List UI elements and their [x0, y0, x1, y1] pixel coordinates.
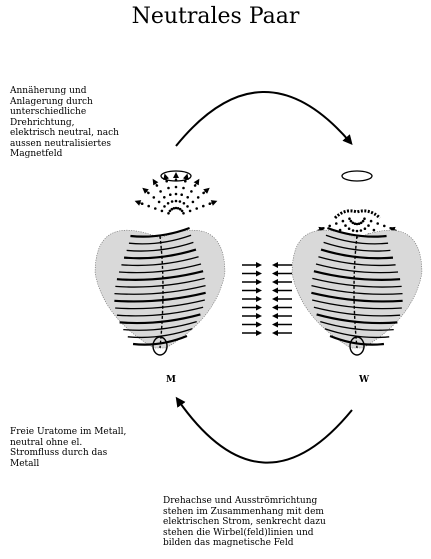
vortex-w-field-dot — [367, 224, 370, 227]
vortex-m-body — [95, 228, 225, 355]
vortex-w-field-dot — [383, 225, 386, 228]
vortex-m-field-dot — [163, 196, 166, 199]
vortex-m-field-arrow — [210, 202, 216, 204]
vortex-m-field-dot — [186, 205, 189, 208]
vortex-m-field-arrow — [154, 180, 157, 185]
attraction-arrows — [242, 265, 292, 333]
vortex-w-field-dot — [373, 229, 376, 232]
vortex-m-field-arrow — [144, 189, 149, 193]
vortex-m-field-dot — [147, 205, 150, 208]
vortex-m-field-arrow — [137, 202, 143, 204]
vortex-m-field-dot — [159, 190, 162, 193]
vortex-w-field-dot — [328, 225, 331, 228]
vortex-m-field-dot — [175, 186, 178, 189]
vortex-m-field-dot — [182, 187, 185, 190]
vortex-m-field-dot — [154, 207, 157, 210]
vortex-w-cusp — [335, 211, 380, 218]
lower-curved-arrow — [178, 400, 352, 463]
vortex-m-field-dot — [189, 210, 192, 213]
vortex-m-field-dot — [175, 193, 178, 196]
vortex-w-field-dot — [352, 229, 355, 232]
vortex-m-field-lines — [137, 174, 216, 215]
vortex-m-field-dot — [163, 205, 166, 208]
vortex-w-field-arrow — [318, 228, 324, 230]
vortex-m-field-dot — [182, 212, 185, 215]
vortex-m-field-dot — [167, 202, 170, 205]
vortex-w-field-dot — [364, 227, 367, 230]
vortex-w-field-dot — [342, 220, 345, 223]
vortex-w-field-dot — [348, 217, 351, 220]
vortex-m-field-dot — [192, 201, 195, 204]
vortex-m-field-dot — [183, 202, 186, 205]
vortex-m-field-dot — [179, 200, 182, 203]
vortex-w-field-dot — [356, 230, 359, 233]
vortex-m-field-dot — [161, 210, 164, 213]
vortex-m-field-dot — [180, 193, 183, 196]
vortex-w-body — [292, 228, 422, 355]
vortex-m-field-arrow — [195, 180, 198, 185]
vortex-m-field-dot — [197, 196, 200, 199]
vortex-m-field-dot — [158, 201, 161, 204]
vortex-m-field-dot — [186, 196, 189, 199]
vortex-w-field-dot — [376, 222, 379, 225]
vortex-m-shading — [95, 230, 225, 348]
vortex-w-field-dot — [360, 229, 363, 232]
vortex-w-top-ring — [342, 171, 372, 181]
vortex-w — [292, 171, 422, 355]
vortex-m-field-dot — [195, 207, 198, 210]
vortex-m-field-dot — [167, 212, 170, 215]
vortex-m-field-dot — [175, 200, 178, 203]
vortex-w-field-dot — [348, 227, 351, 230]
upper-curved-arrow — [176, 92, 350, 146]
vortex-m-field-dot — [153, 196, 156, 199]
vortex-w-field-dot — [363, 217, 366, 220]
vortex-w-field-dot — [362, 220, 365, 223]
vortex-m-field-dot — [181, 210, 184, 213]
vortex-m-field-arrow — [204, 189, 209, 193]
vortex-w-field-dot — [335, 222, 338, 225]
vortex-m-field-dot — [190, 190, 193, 193]
vortex-m-field-dot — [167, 187, 170, 190]
vortex-w-shading — [292, 230, 422, 348]
vortex-m-field-dot — [202, 205, 205, 208]
vortex-m-field-dot — [171, 200, 174, 203]
vortex-m-field-dot — [169, 193, 172, 196]
vortex-m — [95, 171, 225, 355]
vortex-w-field-dot — [370, 220, 373, 223]
vortex-w-field-dot — [344, 224, 347, 227]
